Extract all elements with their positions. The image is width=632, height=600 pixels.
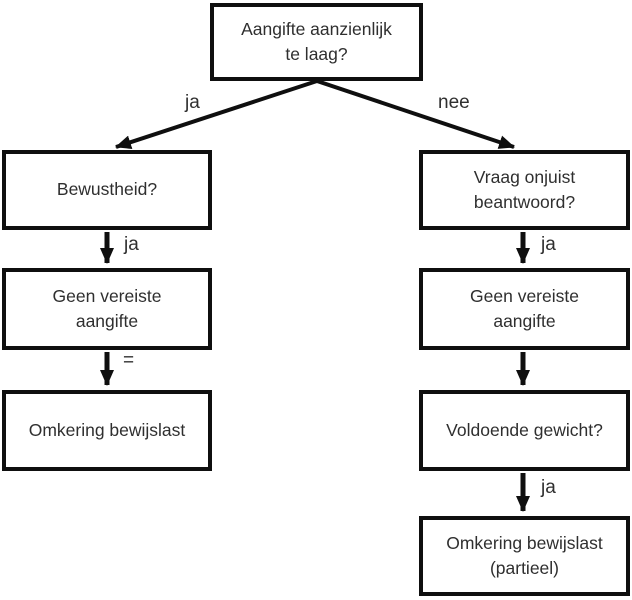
node-geen-vereiste-aangifte-left: Geen vereiste aangifte [2,268,212,350]
node-vraag-onjuist-beantwoord: Vraag onjuist beantwoord? [419,150,630,230]
node-bewustheid: Bewustheid? [2,150,212,230]
edge-label-equals: = [123,350,135,371]
edge-label-ja-left-awareness: ja [124,234,139,255]
edge-label-ja-branch-left: ja [185,92,200,113]
node-geen-vereiste-aangifte-right: Geen vereiste aangifte [419,268,630,350]
edge-label-ja-right-weight: ja [541,477,556,498]
edge-label-ja-right-question: ja [541,234,556,255]
edge-label-nee-branch-right: nee [438,92,470,113]
arrow-root-to-left [115,79,318,149]
node-omkering-bewijslast: Omkering bewijslast [2,390,212,471]
arrow-root-to-right [316,79,515,149]
node-omkering-bewijslast-partieel: Omkering bewijslast (partieel) [419,516,630,596]
node-aangifte-te-laag: Aangifte aanzienlijk te laag? [210,3,423,81]
node-voldoende-gewicht: Voldoende gewicht? [419,390,630,471]
